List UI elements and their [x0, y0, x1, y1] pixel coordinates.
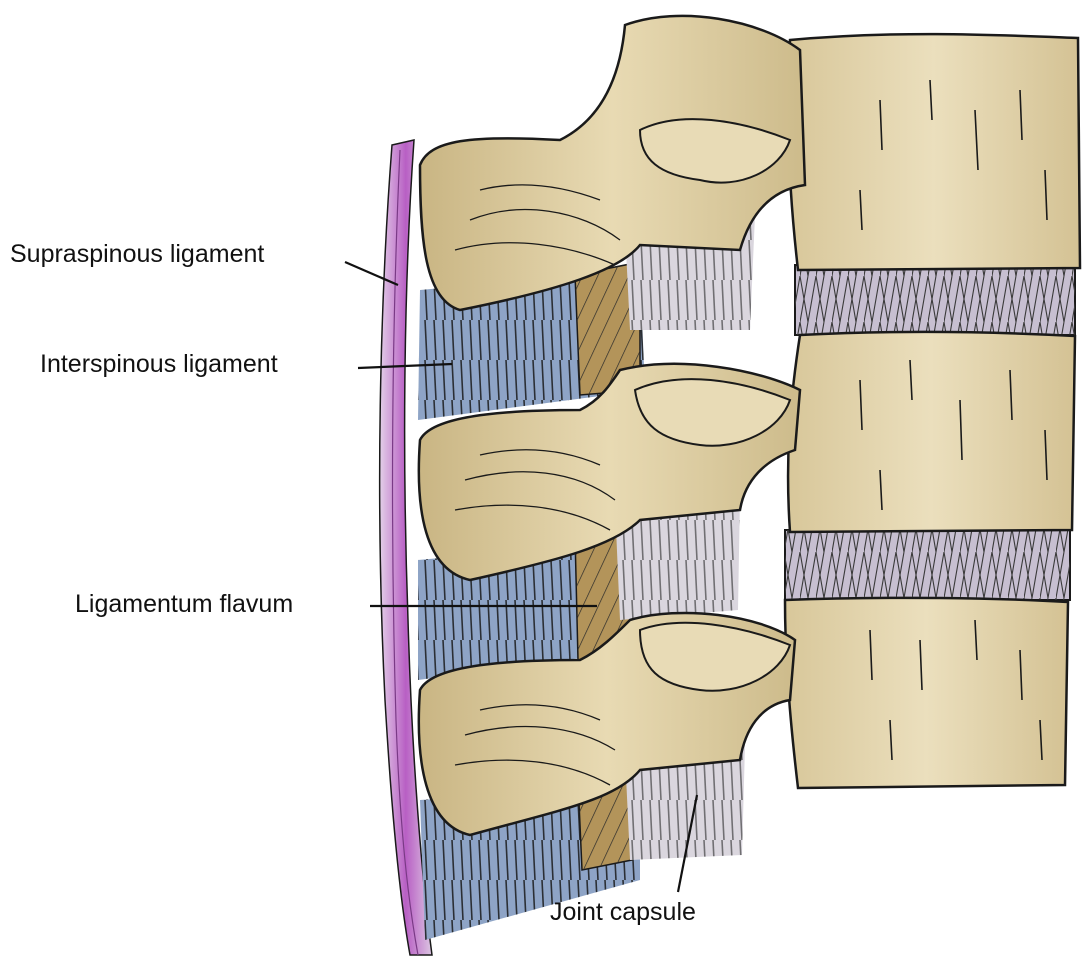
label-interspinous-ligament: Interspinous ligament: [40, 352, 278, 377]
posterior-elements: [419, 16, 805, 835]
label-supraspinous-ligament: Supraspinous ligament: [10, 242, 264, 267]
label-joint-capsule: Joint capsule: [550, 900, 696, 925]
label-ligamentum-flavum: Ligamentum flavum: [75, 592, 293, 617]
vertebral-bodies: [785, 34, 1080, 788]
